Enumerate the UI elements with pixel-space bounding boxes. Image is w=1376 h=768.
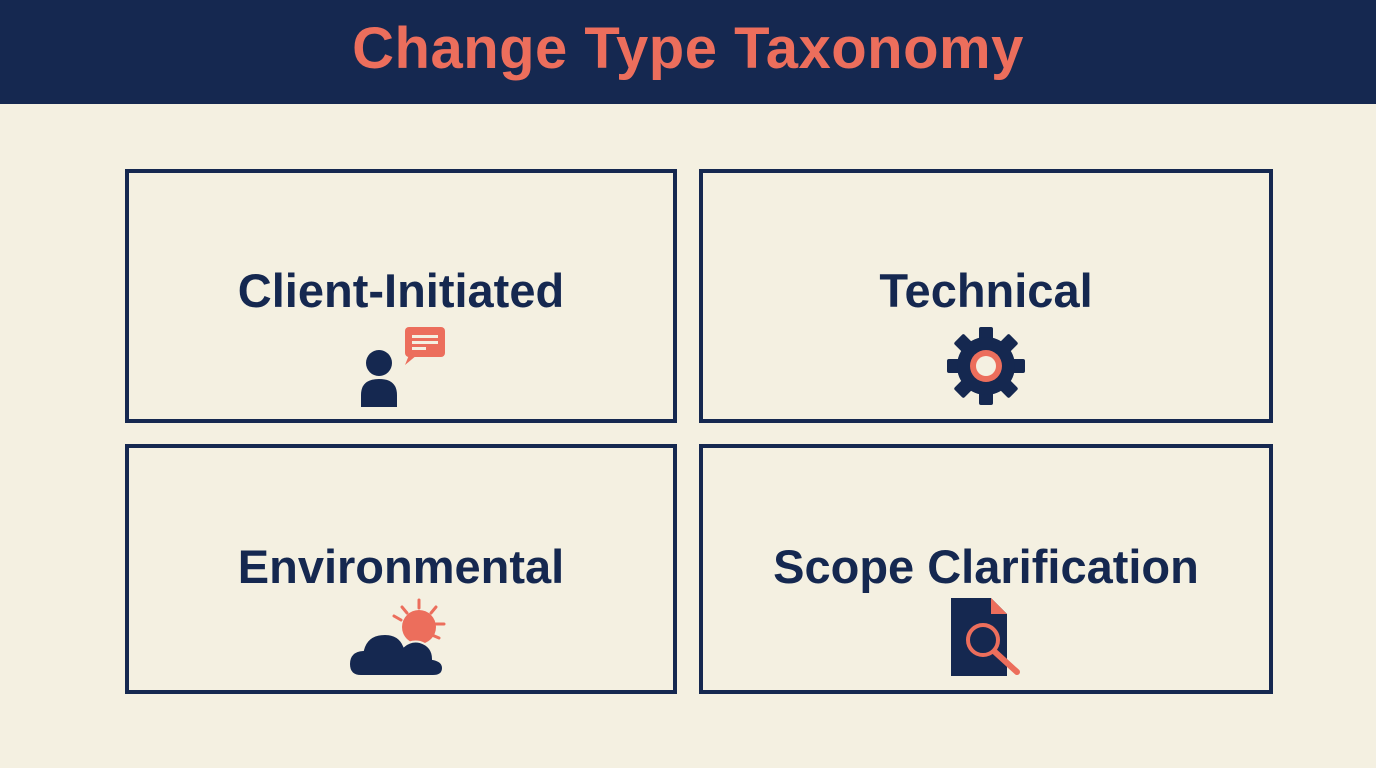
cloud-sun-icon	[347, 596, 457, 683]
person-speech-bubble-icon	[357, 323, 447, 418]
card-title: Scope Clarification	[773, 540, 1199, 593]
card-title: Environmental	[237, 540, 565, 593]
gear-icon	[945, 325, 1027, 412]
header-bar: Change Type Taxonomy	[0, 0, 1376, 104]
card-scope-clarification: Scope Clarification	[699, 444, 1273, 694]
card-title: Client-Initiated	[237, 264, 565, 317]
page-title: Change Type Taxonomy	[352, 16, 1024, 81]
card-title: Technical	[879, 264, 1093, 317]
card-technical: Technical	[699, 169, 1273, 423]
card-environmental: Environmental	[125, 444, 677, 694]
card-client-initiated: Client-Initiated	[125, 169, 677, 423]
document-magnifier-icon	[945, 596, 1029, 685]
